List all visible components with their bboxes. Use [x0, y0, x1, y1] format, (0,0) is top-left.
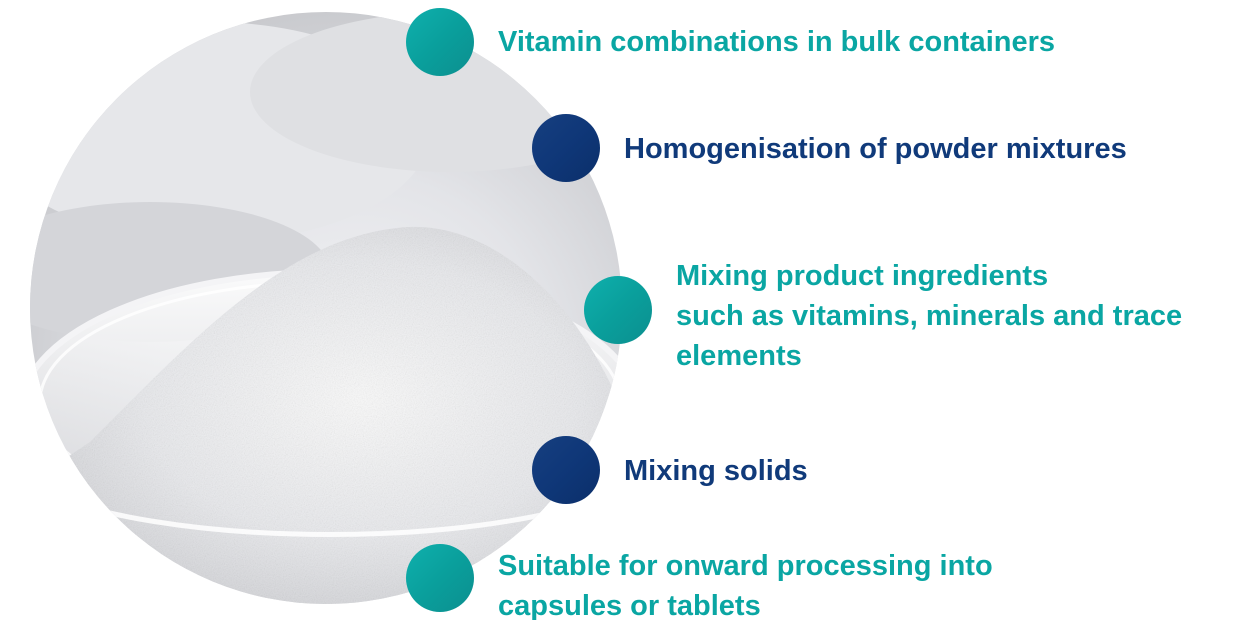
powder-photo [30, 12, 622, 604]
feature-label-mixing-solids: Mixing solids [624, 455, 808, 487]
teal-circle-icon [584, 276, 652, 344]
feature-label-homogenisation: Homogenisation of powder mixtures [624, 133, 1127, 165]
feature-label-ingredients: Mixing product ingredients such as vitam… [676, 256, 1182, 376]
feature-label-onward-processing: Suitable for onward processing into caps… [498, 546, 993, 620]
feature-label-line: elements [676, 340, 802, 372]
feature-label-line: Suitable for onward processing into [498, 550, 993, 582]
feature-label-line: such as vitamins, minerals and trace [676, 300, 1183, 332]
navy-circle-icon [532, 114, 600, 182]
powder-illustration [30, 12, 622, 604]
feature-label-line: Mixing product ingredients [676, 260, 1049, 292]
navy-circle-icon [532, 436, 600, 504]
feature-label-bulk-containers: Vitamin combinations in bulk containers [498, 26, 1056, 58]
teal-circle-icon [406, 8, 474, 76]
feature-label-line: capsules or tablets [498, 590, 761, 620]
teal-circle-icon [406, 544, 474, 612]
